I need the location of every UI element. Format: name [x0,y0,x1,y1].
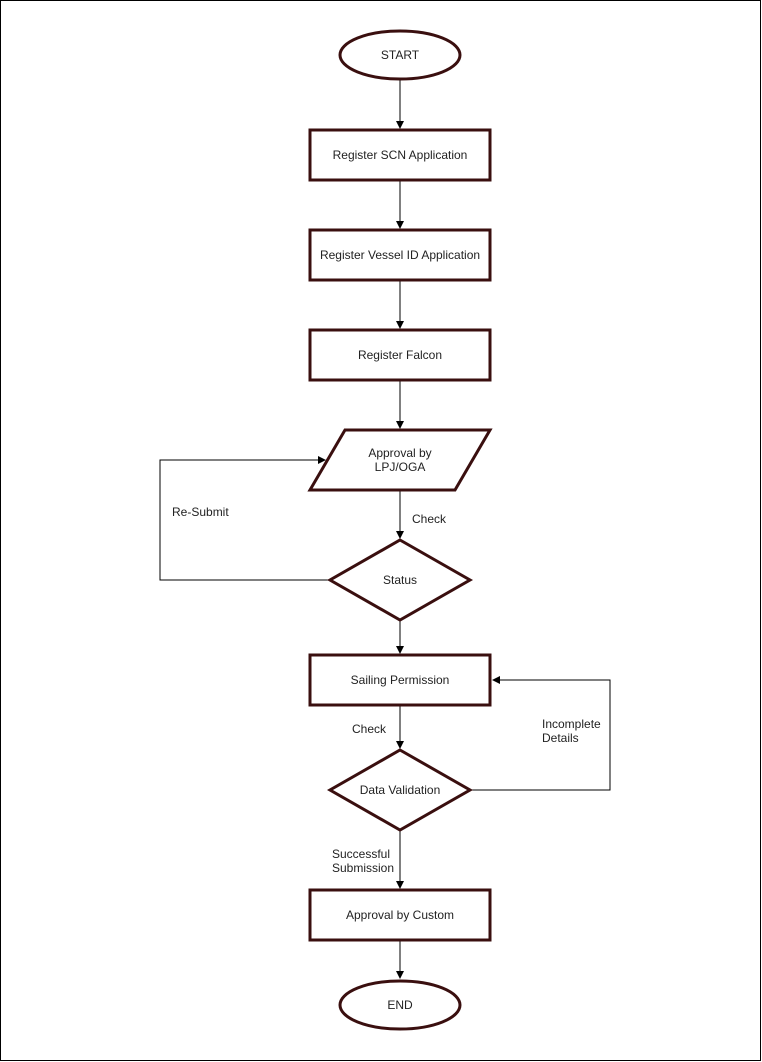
connectors [159,80,611,979]
connector-vessel-to-falcon [396,281,404,329]
end-node: END [338,979,462,1031]
sailing-permission-label: Sailing Permission [351,673,450,687]
edge-label-successful-line2: Submission [332,861,394,875]
connector-incomplete-loop [470,676,611,791]
register-vessel-node: Register Vessel ID Application [308,228,492,282]
approval-lpj-label-line1: Approval by [368,446,431,460]
start-label: START [381,48,420,62]
status-decision-node: Status [326,538,474,622]
end-label: END [387,998,413,1012]
register-falcon-node: Register Falcon [308,328,492,382]
connector-scn-to-vessel [396,181,404,229]
start-node: START [338,29,462,81]
connector-resubmit-loop [159,456,330,581]
approval-lpj-oga-node: Approval by LPJ/OGA [307,428,493,492]
connector-approval-to-status [396,490,404,539]
approval-lpj-label-line2: LPJ/OGA [375,460,426,474]
data-validation-label: Data Validation [360,783,441,797]
edge-label-incomplete-line1: Incomplete [542,717,601,731]
data-validation-decision-node: Data Validation [326,748,474,832]
register-falcon-label: Register Falcon [358,348,442,362]
connector-falcon-to-approval [396,381,404,429]
approval-custom-label: Approval by Custom [346,908,454,922]
connector-sailing-to-validation [396,706,404,749]
edge-label-incomplete-line2: Details [542,731,579,745]
edge-label-check-2: Check [352,722,387,736]
connector-start-to-scn [396,80,404,129]
register-scn-label: Register SCN Application [333,148,468,162]
edge-label-check-1: Check [412,512,447,526]
connector-status-to-sailing [396,620,404,654]
edge-label-re-submit: Re-Submit [172,505,229,519]
register-scn-node: Register SCN Application [308,128,492,182]
connector-custom-to-end [396,941,404,979]
sailing-permission-node: Sailing Permission [308,653,492,707]
edge-label-successful-line1: Successful [332,847,390,861]
status-label: Status [383,573,417,587]
connector-validation-to-custom [396,830,404,889]
register-vessel-label: Register Vessel ID Application [320,248,480,262]
approval-custom-node: Approval by Custom [308,888,492,942]
